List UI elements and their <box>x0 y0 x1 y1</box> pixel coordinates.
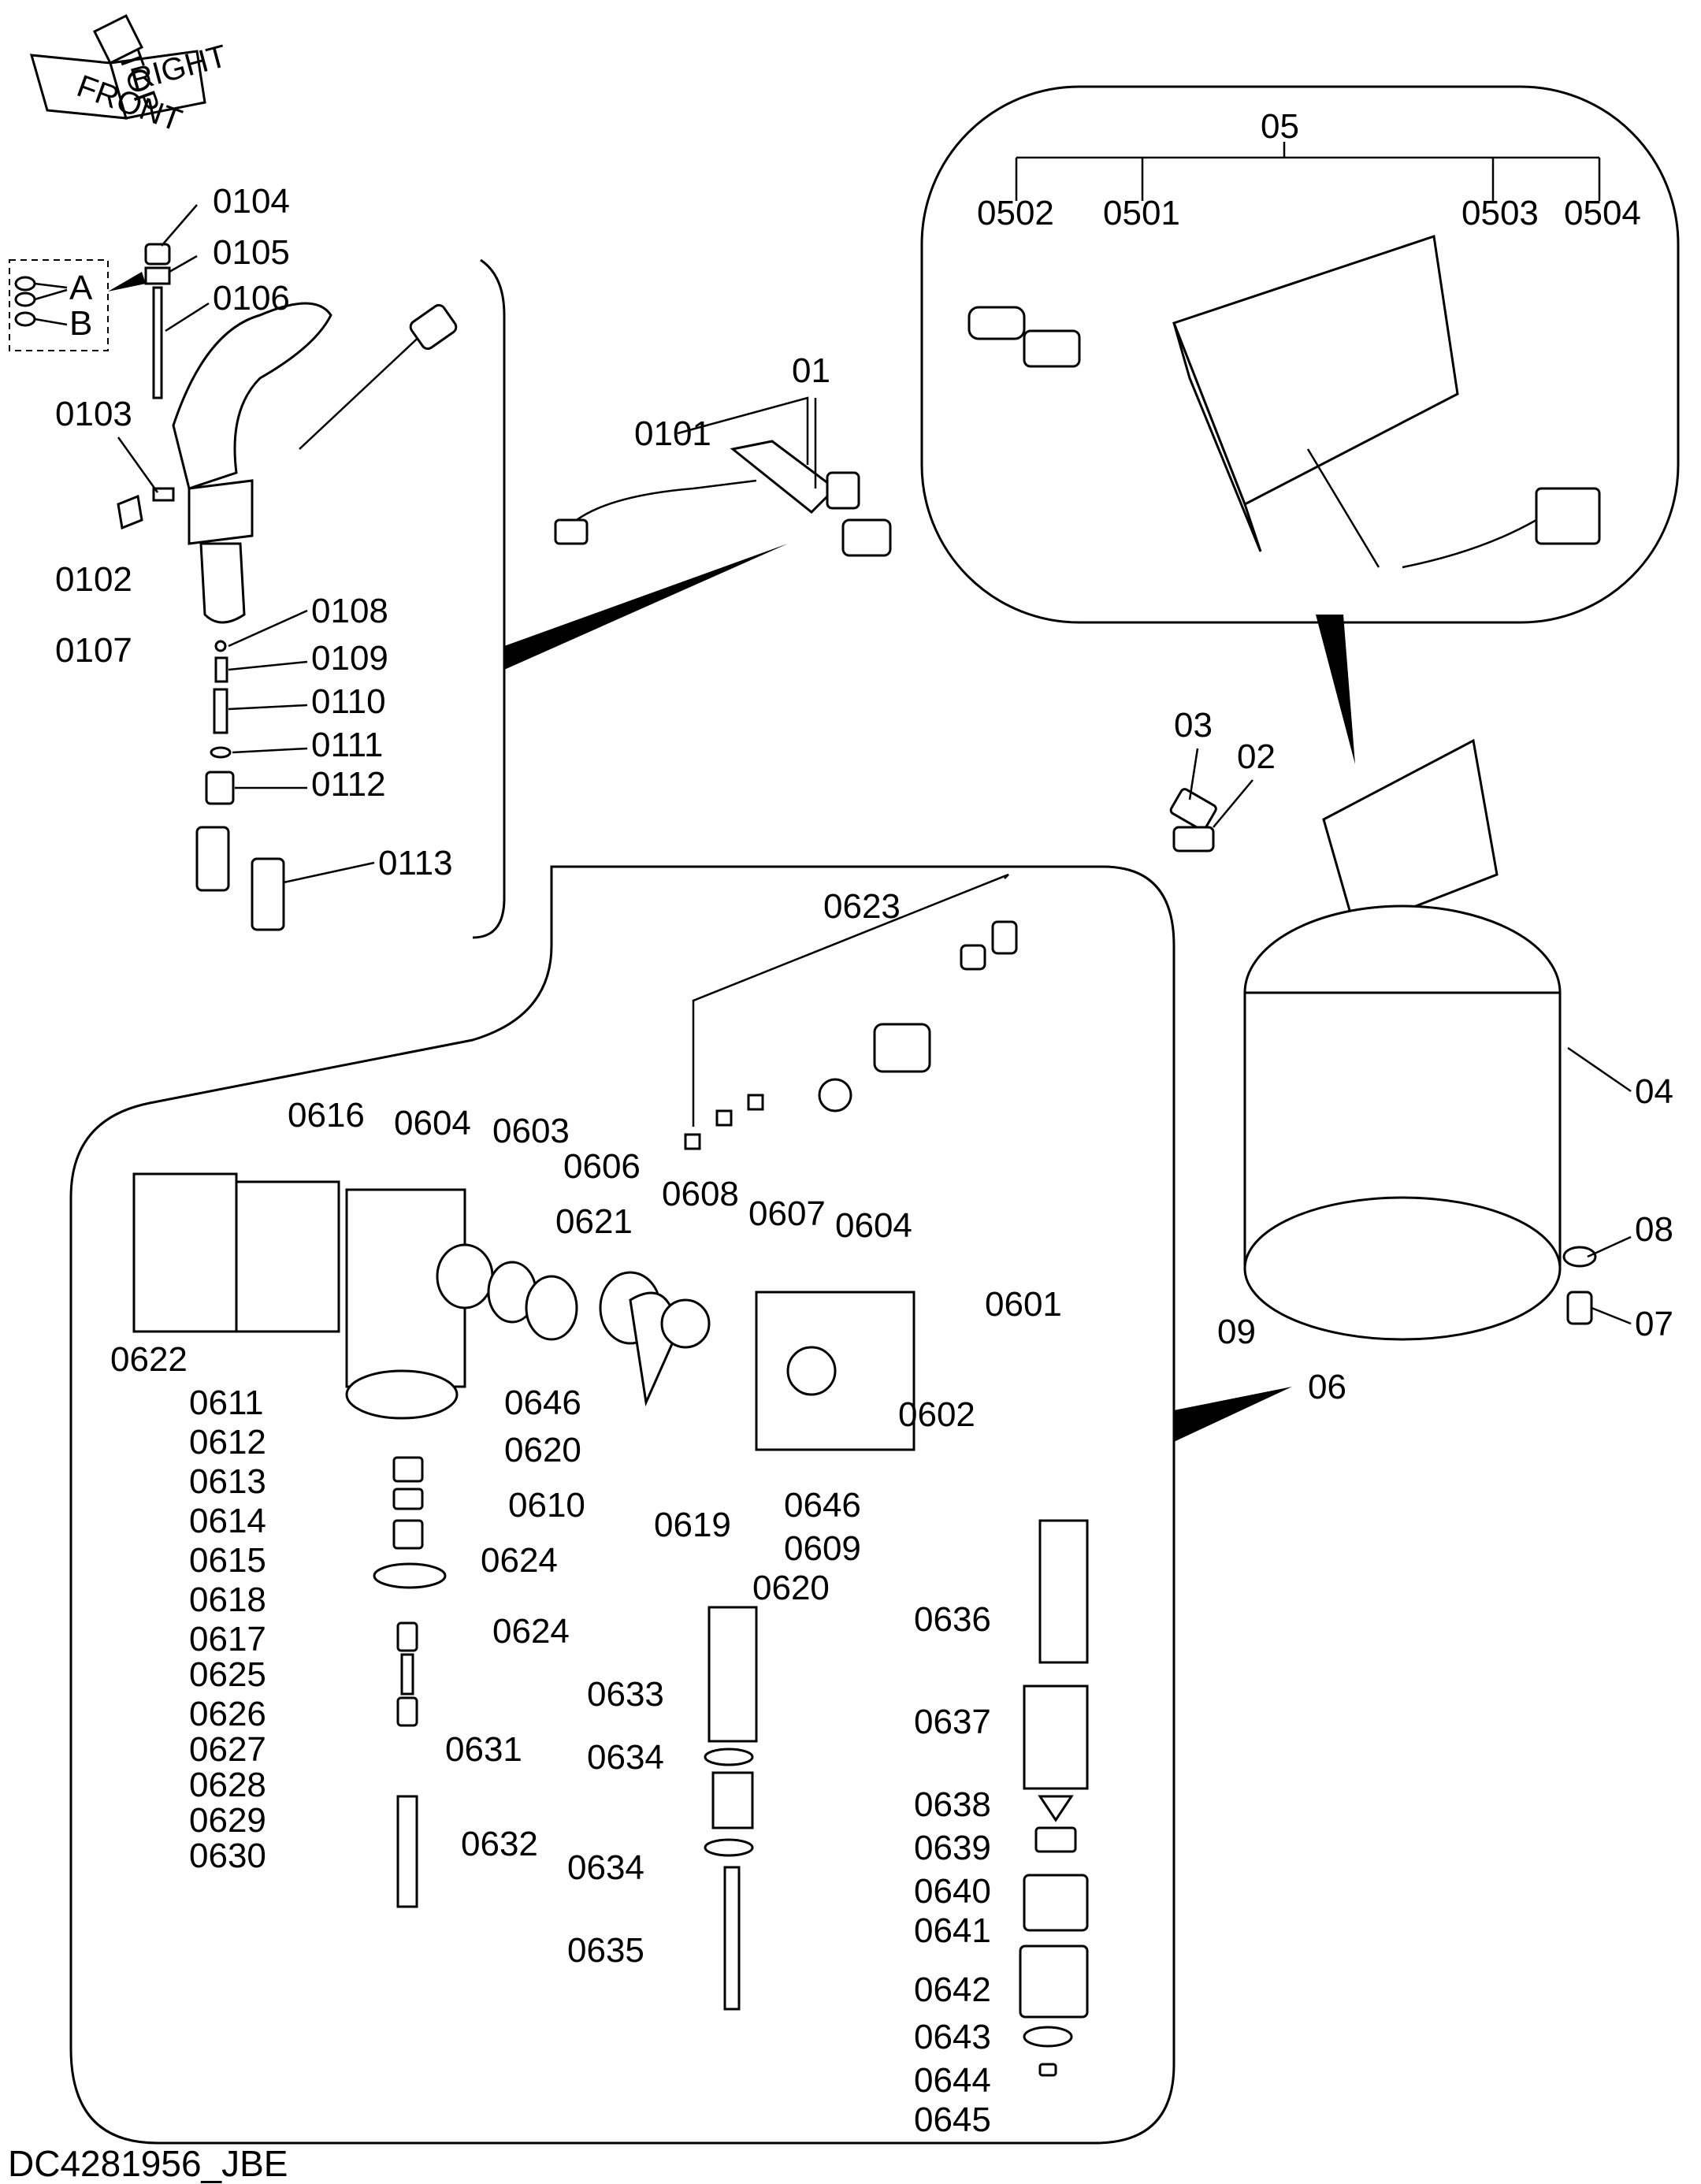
handle-assembly <box>554 440 892 557</box>
callout-0640: 0640 <box>914 1872 991 1911</box>
callout-0628: 0628 <box>189 1766 266 1804</box>
callout-08: 08 <box>1635 1210 1673 1249</box>
callout-02: 02 <box>1237 737 1276 776</box>
callout-0606: 0606 <box>563 1147 641 1186</box>
callout-0636: 0636 <box>914 1600 991 1639</box>
callout-0646: 0646 <box>504 1384 581 1422</box>
callout-0112: 0112 <box>311 765 386 804</box>
callout-0102: 0102 <box>55 560 132 599</box>
callout-0633: 0633 <box>587 1675 664 1714</box>
callout-0619: 0619 <box>654 1506 731 1544</box>
leader-lines <box>117 142 1632 1325</box>
callout-0642: 0642 <box>914 1970 991 2009</box>
handle-bracket <box>472 258 506 939</box>
callout-0623: 0623 <box>823 887 901 926</box>
callout-0611: 0611 <box>189 1384 264 1422</box>
callout-0644: 0644 <box>914 2061 991 2100</box>
callout-0641: 0641 <box>914 1911 991 1950</box>
callout-0609: 0609 <box>784 1529 861 1568</box>
callout-0107: 0107 <box>55 631 132 670</box>
callout-0634b: 0634 <box>567 1848 644 1887</box>
callout-05: 05 <box>1261 107 1299 146</box>
callout-04: 04 <box>1635 1072 1673 1111</box>
callout-0110: 0110 <box>311 682 386 721</box>
callout-0620: 0620 <box>504 1431 581 1469</box>
callout-0103: 0103 <box>55 395 132 433</box>
callout-0637: 0637 <box>914 1703 991 1741</box>
callout-0635: 0635 <box>567 1931 644 1970</box>
callout-0105: 0105 <box>213 233 290 272</box>
callout-0604: 0604 <box>394 1104 471 1142</box>
box-detail <box>967 235 1601 569</box>
callout-0630: 0630 <box>189 1837 266 1875</box>
body-detail-panel <box>69 865 1175 2145</box>
box-detail-panel <box>920 85 1680 624</box>
callout-0627: 0627 <box>189 1730 266 1769</box>
callout-0604b: 0604 <box>835 1206 912 1245</box>
callout-0106: 0106 <box>213 279 290 318</box>
callout-0639: 0639 <box>914 1829 991 1867</box>
callout-0629: 0629 <box>189 1801 266 1840</box>
callout-0615: 0615 <box>189 1541 266 1580</box>
callout-0111: 0111 <box>311 726 383 764</box>
callout-0113: 0113 <box>378 844 453 882</box>
callout-0620b: 0620 <box>752 1569 830 1607</box>
callout-0624b: 0624 <box>492 1612 570 1651</box>
handle-parts <box>117 243 458 931</box>
callout-0608: 0608 <box>662 1175 739 1213</box>
callout-0617: 0617 <box>189 1620 266 1658</box>
callout-0624: 0624 <box>481 1541 558 1580</box>
callout-0631: 0631 <box>445 1730 522 1769</box>
inset-label-b: B <box>69 304 92 343</box>
callout-0638: 0638 <box>914 1785 991 1824</box>
callout-0645: 0645 <box>914 2100 991 2139</box>
callout-09: 09 <box>1217 1313 1256 1351</box>
callout-0104: 0104 <box>213 182 290 221</box>
orientation-badge: FRONT TOP RIGHT <box>29 13 231 139</box>
main-body <box>1169 738 1597 1341</box>
callout-0503: 0503 <box>1461 194 1539 232</box>
callout-0504: 0504 <box>1564 194 1641 232</box>
callout-0601: 0601 <box>985 1285 1062 1324</box>
drawing-code: DC4281956_JBE <box>8 2143 288 2184</box>
callout-0646b: 0646 <box>784 1486 861 1525</box>
callout-0618: 0618 <box>189 1580 266 1619</box>
callout-0101: 0101 <box>634 414 711 453</box>
callout-0614: 0614 <box>189 1502 266 1540</box>
inset-ab: A B <box>9 259 146 351</box>
callout-0632: 0632 <box>461 1825 538 1863</box>
callout-0602: 0602 <box>898 1395 975 1434</box>
callout-0643: 0643 <box>914 2018 991 2056</box>
callout-labels: 0104 0105 0106 0103 0102 0107 0108 0109 … <box>55 107 1673 2139</box>
callout-0625: 0625 <box>189 1655 266 1694</box>
callout-0612: 0612 <box>189 1423 266 1462</box>
callout-03: 03 <box>1174 706 1213 745</box>
callout-0613: 0613 <box>189 1462 266 1501</box>
body-parts <box>132 920 1089 2077</box>
callout-0626: 0626 <box>189 1695 266 1733</box>
callout-0616: 0616 <box>288 1096 365 1135</box>
box-pointer <box>1316 615 1355 764</box>
callout-07: 07 <box>1635 1305 1673 1343</box>
callout-0607: 0607 <box>748 1194 826 1233</box>
callout-0603: 0603 <box>492 1112 570 1150</box>
callout-0621: 0621 <box>555 1202 633 1241</box>
body-pointer <box>1174 1387 1292 1442</box>
callout-01: 01 <box>792 351 830 390</box>
callout-0610: 0610 <box>508 1486 585 1525</box>
bracket-pointer <box>504 544 788 670</box>
inset-label-a: A <box>69 269 93 307</box>
callout-0622: 0622 <box>110 1340 188 1379</box>
callout-0634: 0634 <box>587 1738 664 1777</box>
callout-0109: 0109 <box>311 639 388 678</box>
callout-0108: 0108 <box>311 592 388 630</box>
callout-06: 06 <box>1308 1368 1346 1406</box>
